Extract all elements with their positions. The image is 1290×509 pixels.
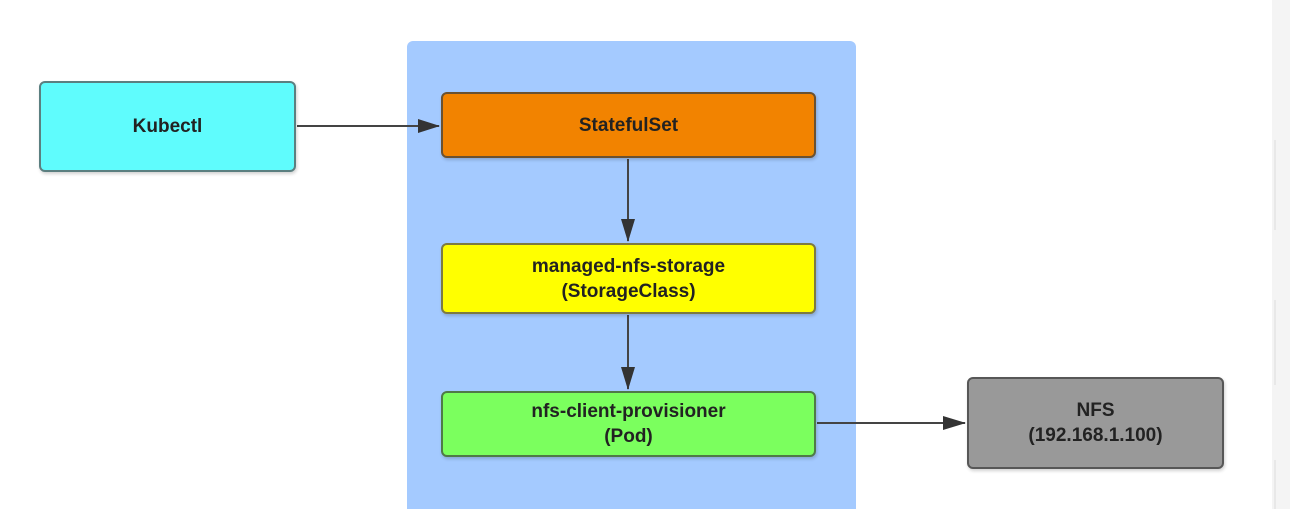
kubectl-node: Kubectl <box>39 81 296 172</box>
statefulset-label: StatefulSet <box>578 114 679 136</box>
nfs-name: NFS <box>1076 400 1115 421</box>
statefulset-node: StatefulSet <box>441 92 816 158</box>
arrowhead-provisioner-to-nfs <box>943 416 966 430</box>
scrollbar-strip <box>1272 0 1290 509</box>
storageclass-kind: (StorageClass) <box>561 280 696 302</box>
storageclass-name: managed-nfs-storage <box>531 255 726 277</box>
provisioner-name: nfs-client-provisioner <box>531 401 726 422</box>
kubectl-label: Kubectl <box>132 116 203 137</box>
nfs-server-node: NFS (192.168.1.100) <box>967 377 1224 469</box>
storageclass-node: managed-nfs-storage (StorageClass) <box>441 243 816 314</box>
provisioner-kind: (Pod) <box>604 426 653 447</box>
provisioner-node: nfs-client-provisioner (Pod) <box>441 391 816 457</box>
nfs-address: (192.168.1.100) <box>1028 425 1163 446</box>
